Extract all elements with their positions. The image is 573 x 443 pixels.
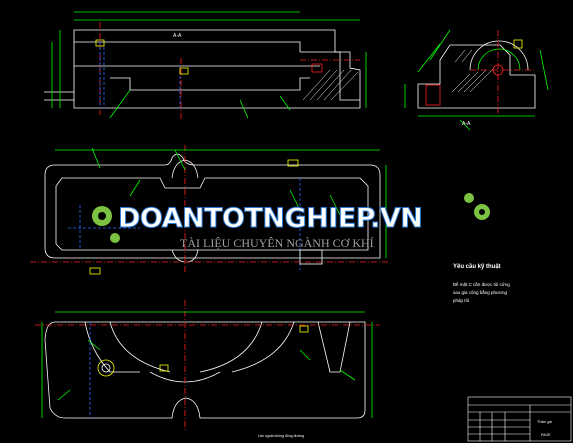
- technical-note-line: pháp tôi: [453, 298, 470, 303]
- top-plan-view: [30, 145, 390, 275]
- title-block: [467, 396, 572, 442]
- front-section-label: A-A: [173, 33, 182, 39]
- gear-icon: [464, 193, 474, 203]
- title-block-page: PAGE: [541, 433, 551, 437]
- technical-note-line: sau gia công bằng phương: [453, 290, 508, 295]
- side-section-label: A-A: [462, 121, 471, 127]
- footer-note: Lăn ngoài không đúng đường: [258, 434, 305, 438]
- technical-note-line: Bề mặt C cần được tôi cứng: [453, 282, 510, 287]
- side-section-view: [404, 29, 549, 131]
- watermark-logo: [92, 193, 490, 243]
- watermark-tagline: TÀI LIỆU CHUYÊN NGÀNH CƠ KHÍ: [180, 236, 374, 250]
- watermark-brand: DOANTOTNGHIEP.VN: [117, 203, 423, 235]
- gear-icon: [110, 233, 120, 243]
- front-section-view: [44, 11, 367, 120]
- title-block-title: Thân gá: [537, 419, 552, 424]
- bottom-plan-view: [35, 300, 380, 430]
- technical-notes-title: Yêu cầu kỹ thuật: [453, 264, 501, 270]
